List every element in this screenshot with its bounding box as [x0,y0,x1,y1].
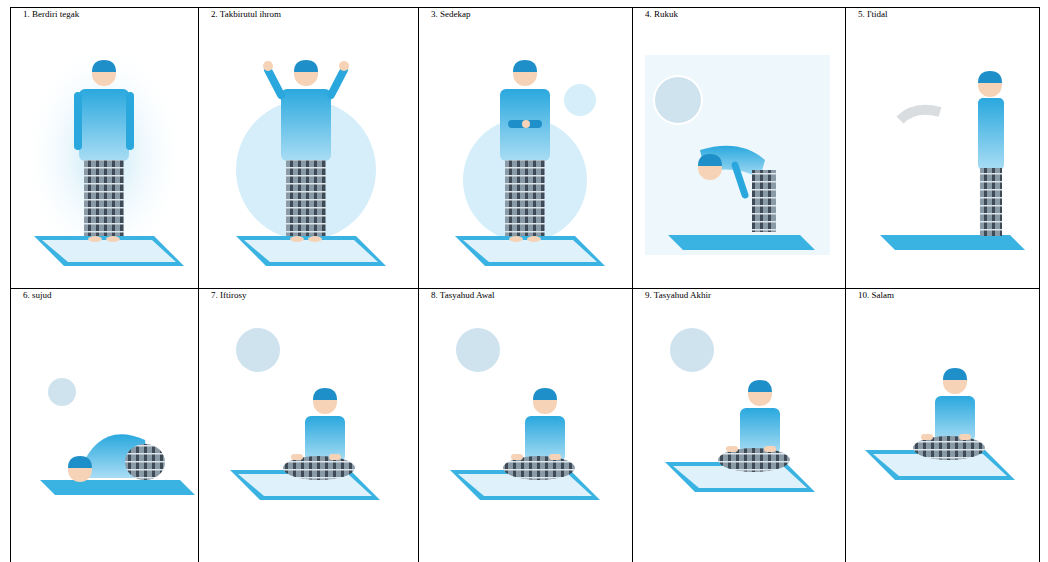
cell-label: 10. Salam [858,290,894,301]
figure-salam [865,368,1015,480]
figure-standing [22,40,186,270]
cell-label: 9. Tasyahud Akhir [645,290,711,301]
cell-label: 3. Sedekap [431,9,471,20]
cell-label: 8. Tasyahud Awal [431,290,495,301]
figure-tasyahud-akhir [665,328,815,492]
cell-label: 5. I'tidal [858,9,888,20]
figure-rukuk [645,55,830,255]
figure-sedekap [455,60,605,266]
figure-iftirosy [230,328,380,500]
table-grid [10,7,1040,562]
cell-label: 2. Takbirutul ihrom [211,9,281,20]
cell-label: 6. sujud [23,290,52,301]
cell-label: 7. Iftirosy [211,290,247,301]
cell-label: 1. Berdiri tegak [23,9,79,20]
figure-itidal [880,71,1025,250]
figure-sujud [40,378,195,495]
cell-label: 4. Rukuk [645,9,678,20]
figure-takbir [236,60,386,266]
figure-tasyahud-awal [450,328,600,500]
